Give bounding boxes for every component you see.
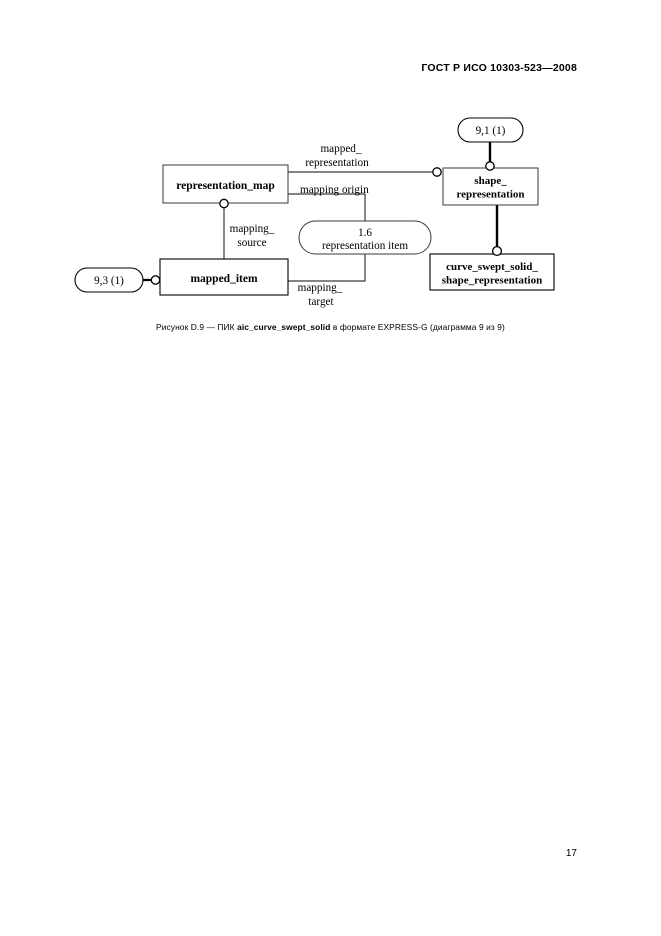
page-ref-9-3-label: 9,3 (1) xyxy=(94,275,124,287)
label-mapping-target-line2: target xyxy=(308,296,334,308)
figure-caption-prefix: Рисунок D.9 — ПИК xyxy=(156,322,238,332)
circle-ref91-shape-representation xyxy=(485,161,495,171)
line-mapping-origin xyxy=(288,193,366,222)
label-mapping-source-line1: mapping_ xyxy=(230,223,275,235)
entity-mapped-item-label: mapped_item xyxy=(190,273,258,285)
circle-ref93-mapped-item xyxy=(150,275,161,285)
figure-caption: Рисунок D.9 — ПИК aic_curve_swept_solid … xyxy=(0,322,661,332)
entity-representation-item-number: 1.6 xyxy=(358,227,372,239)
entity-representation-item[interactable]: 1.6 representation item xyxy=(298,220,432,255)
entity-curve-swept-solid-label-line1: curve_swept_solid_ xyxy=(446,261,538,273)
entity-mapped-item[interactable]: mapped_item xyxy=(159,258,289,296)
page-number: 17 xyxy=(565,848,577,859)
entity-curve-swept-solid-label-line2: shape_representation xyxy=(442,275,542,287)
figure-caption-suffix: в формате EXPRESS-G (диаграмма 9 из 9) xyxy=(330,322,505,332)
label-mapped-representation-line2: representation xyxy=(305,157,369,169)
document-standard-header: ГОСТ Р ИСО 10303-523—2008 xyxy=(421,62,577,74)
label-mapped-representation-line1: mapped_ xyxy=(320,143,361,155)
figure-caption-entity: aic_curve_swept_solid xyxy=(237,322,331,332)
entity-curve-swept-solid-shape-representation[interactable]: curve_swept_solid_ shape_representation xyxy=(429,253,555,291)
label-mapping-origin: mapping origin xyxy=(300,184,369,196)
page-ref-9-3[interactable]: 9,3 (1) xyxy=(74,267,144,293)
circle-mapped-representation xyxy=(432,167,442,177)
page-ref-9-1-label: 9,1 (1) xyxy=(476,125,506,137)
entity-representation-map[interactable]: representation_map xyxy=(162,164,289,204)
circle-curve-swept-solid-subtype xyxy=(491,245,503,257)
label-mapping-target: mapping_ target xyxy=(298,282,343,308)
label-mapped-representation: mapped_ representation xyxy=(305,143,369,169)
entity-shape-representation-label-line2: representation xyxy=(456,189,524,201)
entity-shape-representation-label-line1: shape_ xyxy=(474,175,507,187)
line-mapping-target xyxy=(288,254,366,282)
label-mapping-source: mapping_ source xyxy=(230,223,275,249)
entity-representation-item-label: representation item xyxy=(322,240,408,252)
page-ref-9-1[interactable]: 9,1 (1) xyxy=(457,117,524,143)
entity-representation-map-label: representation_map xyxy=(176,180,275,192)
express-g-diagram: representation_map shape_ representation… xyxy=(0,0,661,320)
circle-mapping-source xyxy=(219,198,229,209)
entity-shape-representation[interactable]: shape_ representation xyxy=(442,167,539,206)
label-mapping-source-line2: source xyxy=(237,237,266,249)
label-mapping-target-line1: mapping_ xyxy=(298,282,343,294)
